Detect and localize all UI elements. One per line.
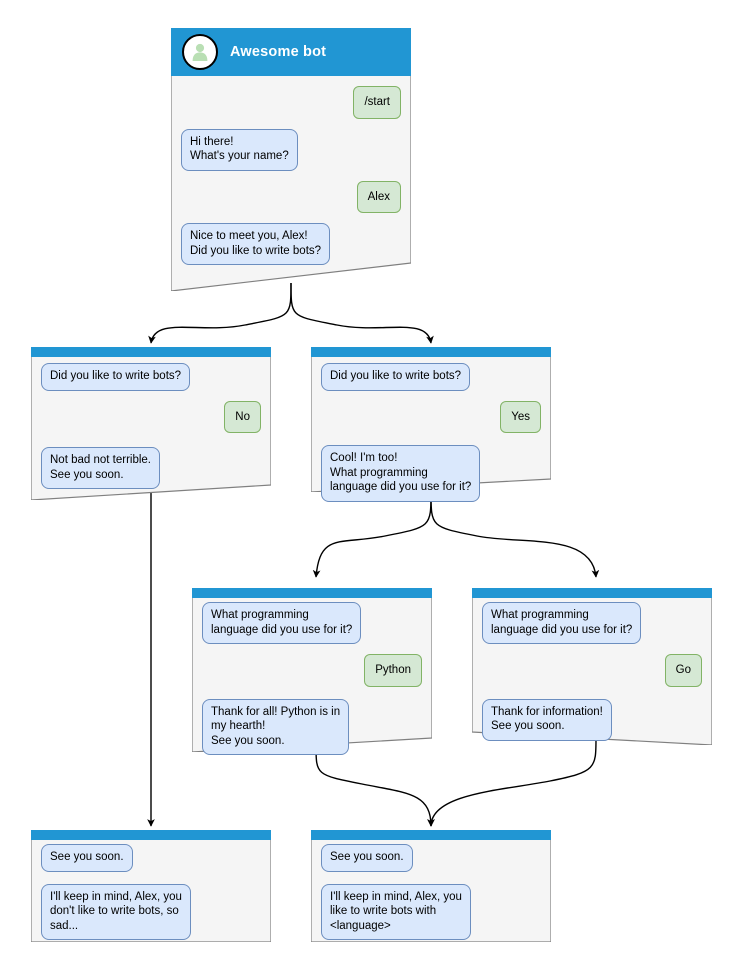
node-root[interactable]: Awesome bot /start Hi there! What's your… [171, 28, 411, 291]
message-row: Did you like to write bots? [321, 363, 541, 391]
message-row: Thank for information! See you soon. [482, 698, 702, 741]
message-row: /start [181, 86, 401, 119]
message-row: I'll keep in mind, Alex, you like to wri… [321, 883, 541, 940]
bot-bubble: Did you like to write bots? [41, 363, 191, 391]
message-list-yes: Did you like to write bots? Yes Cool! I'… [311, 357, 551, 502]
node-go-branch-content: What programming language did you use fo… [472, 588, 712, 751]
node-go-branch[interactable]: What programming language did you use fo… [472, 588, 712, 745]
message-row: Not bad not terrible. See you soon. [41, 447, 261, 489]
user-chip[interactable]: Alex [356, 180, 401, 213]
bot-bubble: Not bad not terrible. See you soon. [41, 447, 161, 489]
message-row: See you soon. [41, 844, 261, 872]
bot-bubble: Nice to meet you, Alex! Did you like to … [181, 223, 331, 265]
bot-title: Awesome bot [230, 44, 327, 60]
user-chip[interactable]: Go [664, 654, 702, 687]
node-no-branch-content: Did you like to write bots? No Not bad n… [31, 347, 271, 499]
message-row: I'll keep in mind, Alex, you don't like … [41, 883, 261, 940]
message-row: See you soon. [321, 844, 541, 872]
node-yes-branch[interactable]: Did you like to write bots? Yes Cool! I'… [311, 347, 551, 502]
node-yes-branch-content: Did you like to write bots? Yes Cool! I'… [311, 347, 551, 512]
message-list-no: Did you like to write bots? No Not bad n… [31, 357, 271, 489]
bot-bubble: Thank for all! Python is in my hearth! S… [202, 698, 350, 755]
edge-root-to-yes [290, 282, 434, 344]
bot-bubble: I'll keep in mind, Alex, you like to wri… [321, 883, 471, 940]
message-list-end-happy: See you soon. I'll keep in mind, Alex, y… [311, 840, 551, 940]
message-list-go: What programming language did you use fo… [472, 598, 712, 741]
user-chip[interactable]: Yes [500, 400, 541, 433]
titlebar: Awesome bot [171, 28, 411, 76]
message-list-python: What programming language did you use fo… [192, 598, 432, 755]
edge-go-to-end-happy [427, 737, 597, 827]
person-avatar-icon [182, 34, 218, 70]
message-row: Nice to meet you, Alex! Did you like to … [181, 223, 401, 265]
node-root-content: Awesome bot /start Hi there! What's your… [171, 28, 411, 275]
message-row: Cool! I'm too! What programming language… [321, 445, 541, 502]
message-row: Thank for all! Python is in my hearth! S… [202, 698, 422, 755]
message-row: Hi there! What's your name? [181, 128, 401, 171]
bot-bubble: See you soon. [321, 844, 413, 872]
node-end-sad-content: See you soon. I'll keep in mind, Alex, y… [31, 830, 271, 950]
node-python-branch[interactable]: What programming language did you use fo… [192, 588, 432, 755]
edge-root-to-no [148, 282, 292, 344]
message-row: What programming language did you use fo… [202, 602, 422, 644]
bot-bubble: What programming language did you use fo… [202, 602, 362, 644]
node-python-branch-content: What programming language did you use fo… [192, 588, 432, 765]
bot-bubble: Thank for information! See you soon. [482, 698, 612, 741]
user-chip[interactable]: /start [353, 86, 401, 119]
user-chip[interactable]: No [224, 400, 261, 433]
message-row: What programming language did you use fo… [482, 602, 702, 644]
bot-bubble: Hi there! What's your name? [181, 128, 298, 171]
message-row: Yes [321, 400, 541, 433]
node-no-branch[interactable]: Did you like to write bots? No Not bad n… [31, 347, 271, 500]
bot-bubble: I'll keep in mind, Alex, you don't like … [41, 883, 191, 940]
bot-bubble: Cool! I'm too! What programming language… [321, 445, 481, 502]
message-row: Did you like to write bots? [41, 363, 261, 391]
user-chip[interactable]: Python [364, 654, 422, 687]
node-end-happy[interactable]: See you soon. I'll keep in mind, Alex, y… [311, 830, 551, 942]
message-row: Python [202, 654, 422, 687]
message-row: No [41, 400, 261, 433]
message-row: Alex [181, 180, 401, 213]
node-end-happy-content: See you soon. I'll keep in mind, Alex, y… [311, 830, 551, 950]
node-end-sad[interactable]: See you soon. I'll keep in mind, Alex, y… [31, 830, 271, 942]
bot-bubble: See you soon. [41, 844, 133, 872]
message-list-root: /start Hi there! What's your name? Alex … [171, 76, 411, 265]
bot-bubble: Did you like to write bots? [321, 363, 471, 391]
message-row: Go [482, 654, 702, 687]
bot-bubble: What programming language did you use fo… [482, 602, 642, 644]
message-list-end-sad: See you soon. I'll keep in mind, Alex, y… [31, 840, 271, 940]
